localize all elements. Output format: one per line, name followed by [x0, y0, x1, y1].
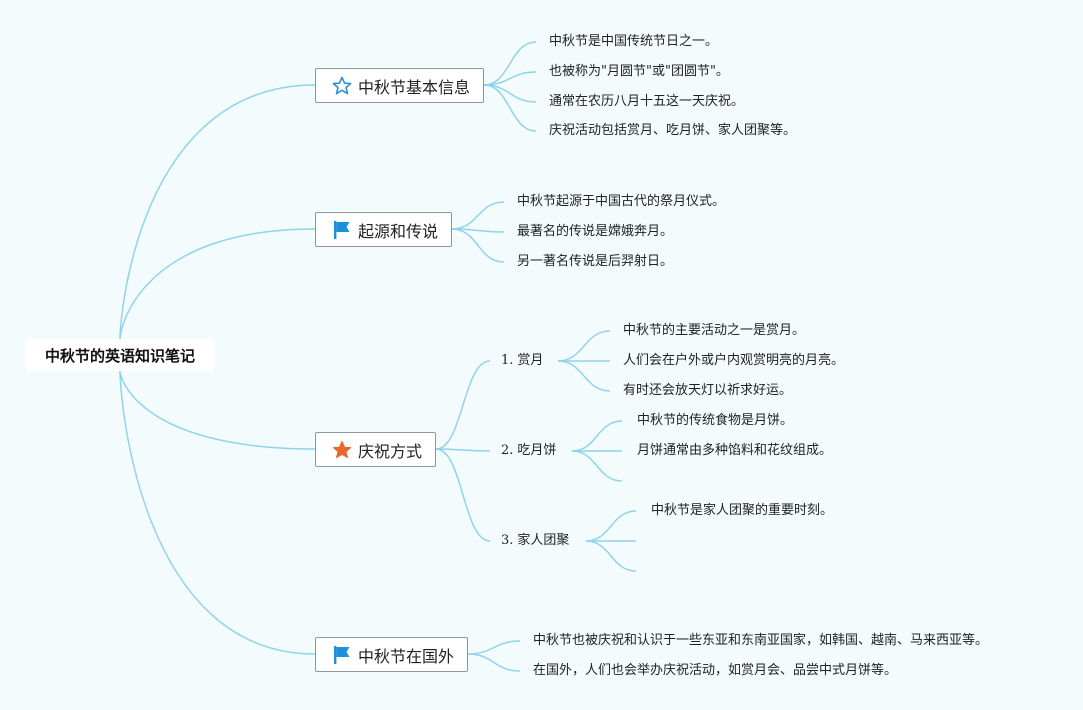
leaf-origin-2: 最著名的传说是嫦娥奔月。 [517, 224, 674, 239]
leaf-mooncake-2: 月饼通常由多种馅料和花纹组成。 [637, 443, 833, 458]
leaf-mooncake-1: 中秋节的传统食物是月饼。 [637, 413, 794, 428]
link-moon-3 [557, 360, 611, 392]
link-celebration-sub-1 [435, 360, 491, 450]
link-basic-info-3 [483, 84, 537, 103]
link-mooncake-1 [571, 420, 623, 452]
link-basic-info-1 [483, 41, 537, 86]
link-abroad-1 [467, 640, 521, 655]
link-mooncake-3 [571, 450, 623, 482]
flag-icon [332, 220, 352, 240]
branch-origin-legend[interactable]: 起源和传说 [315, 212, 452, 247]
leaf-moon-1: 中秋节的主要活动之一是赏月。 [623, 323, 806, 338]
branch-abroad-label: 中秋节在国外 [358, 646, 455, 666]
leaf-reunion-1: 中秋节是家人团聚的重要时刻。 [651, 503, 834, 518]
branch-origin-legend-label: 起源和传说 [358, 221, 439, 241]
link-celebration-sub-2 [435, 448, 491, 452]
sub-mooncake-label: 吃月饼 [517, 443, 557, 458]
link-origin-3 [451, 228, 505, 263]
branch-celebration[interactable]: 庆祝方式 [315, 432, 436, 467]
link-basic-info-2 [483, 71, 537, 86]
link-root-origin [119, 228, 316, 340]
branch-abroad[interactable]: 中秋节在国外 [315, 637, 468, 672]
branch-basic-info-label: 中秋节基本信息 [358, 77, 471, 97]
link-reunion-1 [585, 510, 637, 542]
star-outline-icon [332, 76, 352, 96]
branch-celebration-label: 庆祝方式 [358, 441, 423, 461]
leaf-moon-2: 人们会在户外或户内观赏明亮的月亮。 [623, 353, 845, 368]
root-topic-label: 中秋节的英语知识笔记 [44, 346, 195, 365]
leaf-moon-3: 有时还会放天灯以祈求好运。 [623, 383, 793, 398]
sub-family-reunion-num: 3. [501, 533, 514, 548]
leaf-basic-info-3: 通常在农历八月十五这一天庆祝。 [549, 94, 745, 109]
link-root-abroad [119, 370, 316, 655]
sub-mooncake[interactable]: 2.吃月饼 [501, 443, 556, 459]
star-filled-icon [332, 440, 352, 460]
sub-mooncake-num: 2. [501, 443, 514, 458]
link-root-basic-info [119, 84, 316, 340]
link-celebration-sub-3 [435, 448, 491, 542]
link-reunion-3 [585, 540, 637, 572]
sub-family-reunion-label: 家人团聚 [517, 533, 570, 548]
sub-moon-viewing-label: 赏月 [517, 353, 544, 368]
link-basic-info-4 [483, 84, 537, 132]
link-moon-1 [557, 330, 611, 362]
root-topic[interactable]: 中秋节的英语知识笔记 [26, 339, 214, 371]
leaf-abroad-2: 在国外，人们也会举办庆祝活动，如赏月会、品尝中式月饼等。 [533, 663, 898, 678]
leaf-basic-info-4: 庆祝活动包括赏月、吃月饼、家人团聚等。 [549, 123, 797, 138]
leaf-basic-info-2: 也被称为"月圆节"或"团圆节"。 [549, 64, 729, 79]
leaf-basic-info-1: 中秋节是中国传统节日之一。 [549, 34, 719, 49]
sub-moon-viewing[interactable]: 1.赏月 [501, 353, 543, 369]
sub-family-reunion[interactable]: 3.家人团聚 [501, 533, 569, 549]
link-root-celebration [119, 370, 316, 450]
branch-basic-info[interactable]: 中秋节基本信息 [315, 68, 484, 103]
sub-moon-viewing-num: 1. [501, 353, 514, 368]
leaf-abroad-1: 中秋节也被庆祝和认识于一些东亚和东南亚国家，如韩国、越南、马来西亚等。 [533, 633, 989, 648]
link-abroad-2 [467, 653, 521, 672]
leaf-origin-1: 中秋节起源于中国古代的祭月仪式。 [517, 194, 726, 209]
flag-icon [332, 645, 352, 665]
leaf-origin-3: 另一著名传说是后羿射日。 [517, 254, 674, 269]
link-origin-1 [451, 201, 505, 230]
